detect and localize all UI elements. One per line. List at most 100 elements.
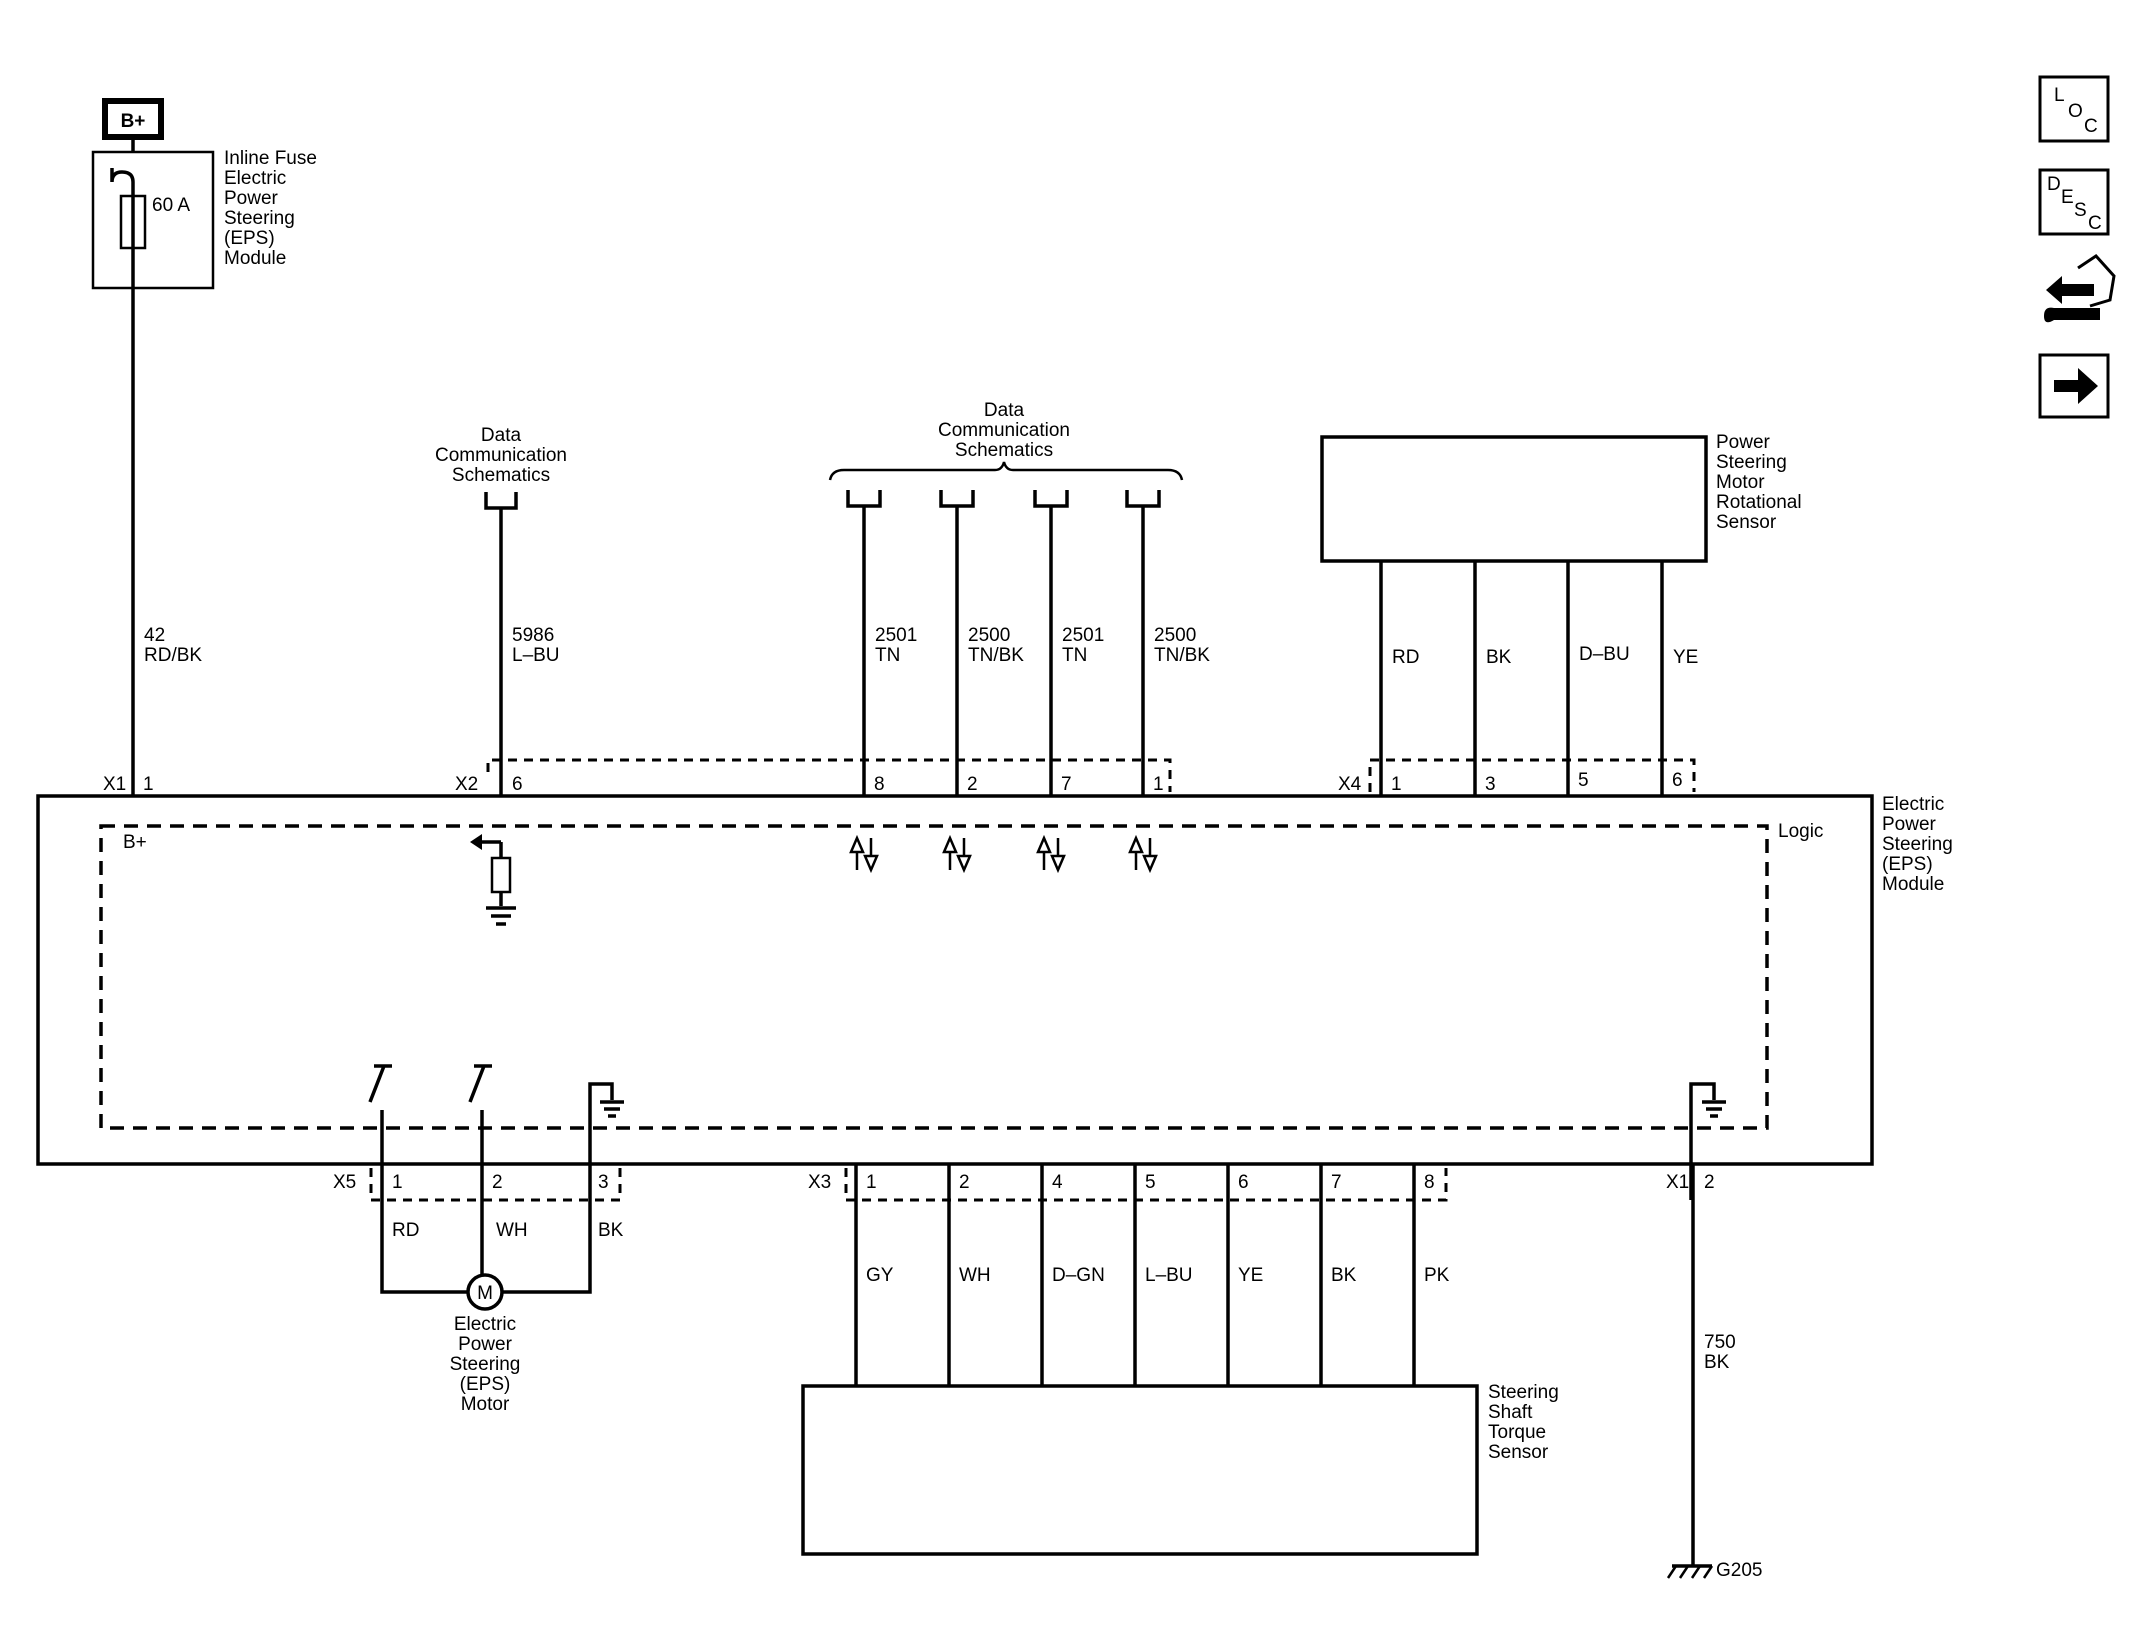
svg-text:Electric: Electric <box>1882 794 1944 815</box>
svg-text:8: 8 <box>1424 1172 1435 1193</box>
svg-text:RD: RD <box>1392 647 1419 668</box>
svg-text:BK: BK <box>598 1220 624 1241</box>
wire-2500b-color: TN/BK <box>1154 645 1210 666</box>
desc-icon[interactable]: D E S C <box>2038 168 2110 236</box>
wire-42-circuit: 42 <box>144 625 165 646</box>
wire-2500a-circuit: 2500 <box>968 625 1010 646</box>
svg-text:YE: YE <box>1238 1265 1263 1286</box>
x2-pin-2: 2 <box>967 774 978 795</box>
fuse-label-2: Electric <box>224 168 286 189</box>
svg-text:Steering: Steering <box>450 1354 521 1375</box>
wire-2501b-circuit: 2501 <box>1062 625 1104 646</box>
x3-connector-outline <box>844 1168 1448 1202</box>
svg-text:Module: Module <box>1882 874 1944 895</box>
x4-connector-outline <box>1368 758 1696 792</box>
svg-text:Motor: Motor <box>1716 472 1765 493</box>
logic-label: Logic <box>1778 821 1823 842</box>
svg-text:2: 2 <box>492 1172 503 1193</box>
x2-pin-8: 8 <box>874 774 885 795</box>
svg-text:Rotational: Rotational <box>1716 492 1802 513</box>
svg-text:Steering: Steering <box>1716 452 1787 473</box>
svg-text:D: D <box>2047 174 2061 195</box>
fuse-rating: 60 A <box>152 195 190 216</box>
svg-text:1: 1 <box>866 1172 877 1193</box>
svg-text:C: C <box>2088 213 2102 234</box>
svg-text:5: 5 <box>1578 770 1589 791</box>
svg-text:E: E <box>2061 187 2074 208</box>
svg-text:BK: BK <box>1486 647 1512 668</box>
fuse-label-6: Module <box>224 248 286 269</box>
fuse-label-4: Steering <box>224 208 295 229</box>
svg-text:Sensor: Sensor <box>1716 512 1777 533</box>
ground-g205-label: G205 <box>1716 1560 1762 1581</box>
x2-connector-outline <box>486 758 1172 792</box>
svg-text:1: 1 <box>1391 774 1402 795</box>
next-arrow-icon[interactable] <box>2038 353 2110 419</box>
wire-5986-color: L–BU <box>512 645 560 666</box>
svg-text:6: 6 <box>1238 1172 1249 1193</box>
bplus-supply: B+ <box>102 98 164 152</box>
svg-text:Sensor: Sensor <box>1488 1442 1549 1463</box>
x1-pin-1: 1 <box>143 774 154 795</box>
motor-symbol <box>466 1273 504 1311</box>
svg-text:C: C <box>2084 116 2098 137</box>
x2-pin-1: 1 <box>1153 774 1164 795</box>
svg-text:D–BU: D–BU <box>1579 644 1630 665</box>
bidir-arrows <box>849 834 1158 874</box>
svg-text:S: S <box>2074 200 2087 221</box>
x3-connector-label: X3 <box>808 1172 831 1193</box>
bplus-label: B+ <box>121 111 146 132</box>
x3-torque-sensor: X3 1 2 4 5 6 7 8 GY WH D–GN L–BU YE BK P… <box>801 1164 1559 1556</box>
loc-icon[interactable]: L O C <box>2038 75 2110 143</box>
svg-text:3: 3 <box>598 1172 609 1193</box>
ground-circuit: X1 2 750 BK G205 <box>1666 1164 1762 1581</box>
svg-text:Torque: Torque <box>1488 1422 1546 1443</box>
wire-2501a-color: TN <box>875 645 900 666</box>
svg-text:Power: Power <box>458 1334 513 1355</box>
rotational-sensor: Power Steering Motor Rotational Sensor R… <box>1320 432 1802 796</box>
x2-connector-label: X2 <box>455 774 478 795</box>
data-comm-center: Data Communication Schematics 2501 TN 25… <box>828 400 1210 800</box>
svg-text:BK: BK <box>1331 1265 1357 1286</box>
svg-text:Motor: Motor <box>461 1394 510 1415</box>
svg-text:Communication: Communication <box>435 445 567 466</box>
svg-text:Data: Data <box>984 400 1025 421</box>
svg-text:L–BU: L–BU <box>1145 1265 1193 1286</box>
svg-text:1: 1 <box>392 1172 403 1193</box>
svg-text:7: 7 <box>1331 1172 1342 1193</box>
wire-2501b-color: TN <box>1062 645 1087 666</box>
svg-text:6: 6 <box>1672 770 1683 791</box>
svg-text:Power: Power <box>1882 814 1937 835</box>
x5-connector-outline <box>369 1168 622 1202</box>
svg-text:Schematics: Schematics <box>955 440 1053 461</box>
svg-text:Communication: Communication <box>938 420 1070 441</box>
connector-repair-icon[interactable] <box>2044 254 2116 323</box>
fuse-label-1: Inline Fuse <box>224 148 317 169</box>
x1-ground-connector-label: X1 <box>1666 1172 1689 1193</box>
svg-text:Data: Data <box>481 425 522 446</box>
svg-text:Power: Power <box>1716 432 1771 453</box>
x2-pin-7: 7 <box>1061 774 1072 795</box>
svg-text:Steering: Steering <box>1488 1382 1559 1403</box>
svg-text:PK: PK <box>1424 1265 1450 1286</box>
wire-750-color: BK <box>1704 1352 1730 1373</box>
wire-750-circuit: 750 <box>1704 1332 1736 1353</box>
x1-connector-label: X1 <box>103 774 126 795</box>
svg-text:Schematics: Schematics <box>452 465 550 486</box>
eps-module: Electric Power Steering (EPS) Module Log… <box>36 794 1953 1200</box>
data-comm-left: Data Communication Schematics 5986 L–BU … <box>435 425 567 842</box>
inline-fuse-block: 60 A Inline Fuse Electric Power Steering… <box>91 148 317 800</box>
svg-text:D–GN: D–GN <box>1052 1265 1105 1286</box>
svg-text:Shaft: Shaft <box>1488 1402 1533 1423</box>
svg-text:Steering: Steering <box>1882 834 1953 855</box>
svg-text:4: 4 <box>1052 1172 1063 1193</box>
module-bplus-label: B+ <box>123 832 147 853</box>
wire-2501a-circuit: 2501 <box>875 625 917 646</box>
fuse-label-3: Power <box>224 188 279 209</box>
svg-text:O: O <box>2068 101 2083 122</box>
svg-text:3: 3 <box>1485 774 1496 795</box>
svg-text:M: M <box>477 1283 493 1304</box>
x2-pin-6: 6 <box>512 774 523 795</box>
